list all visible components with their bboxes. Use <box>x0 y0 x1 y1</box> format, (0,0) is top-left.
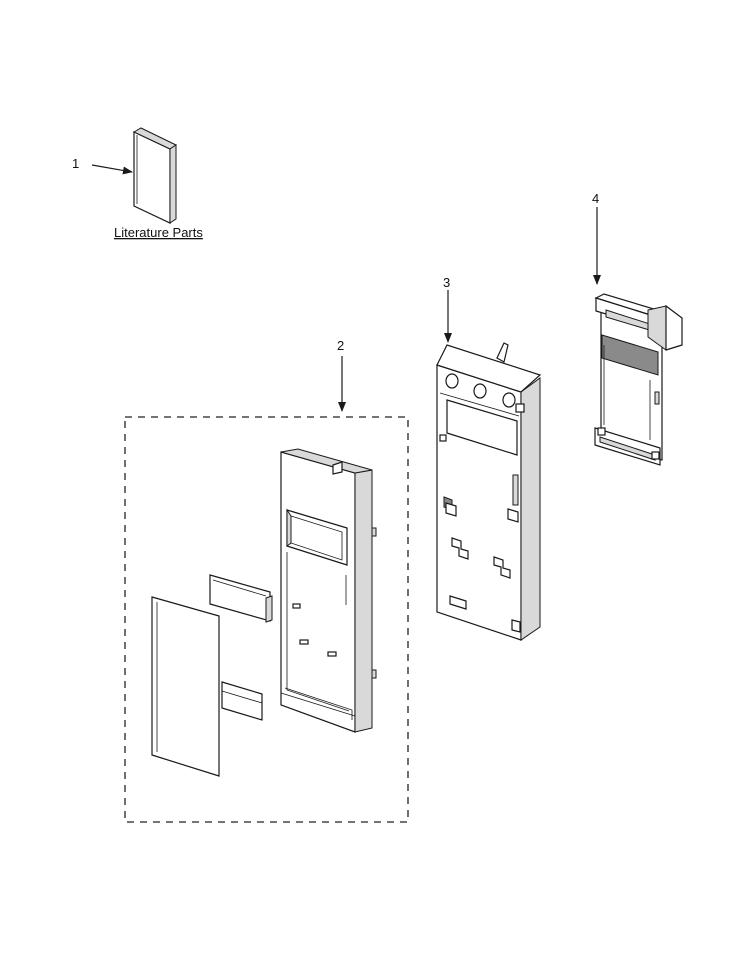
callout-1-leader <box>91 164 133 175</box>
part-2-assembly-boundary <box>124 416 409 823</box>
part-2-ribbon-tail[interactable] <box>221 681 263 721</box>
callout-3-label: 3 <box>443 275 450 290</box>
part-3-mounting-bracket[interactable] <box>436 342 542 641</box>
part-2-control-panel-frame[interactable] <box>280 448 377 733</box>
part-2-membrane-switch-sheet[interactable] <box>151 596 220 777</box>
callout-2-label: 2 <box>337 338 344 353</box>
callout-4-label: 4 <box>592 191 599 206</box>
part-4-control-board[interactable] <box>594 293 683 466</box>
part-1-literature-booklet[interactable] <box>132 127 178 224</box>
callout-1-label: 1 <box>72 156 79 171</box>
part-2-display-window-lens[interactable] <box>209 574 273 623</box>
literature-parts-label: Literature Parts <box>114 225 203 240</box>
